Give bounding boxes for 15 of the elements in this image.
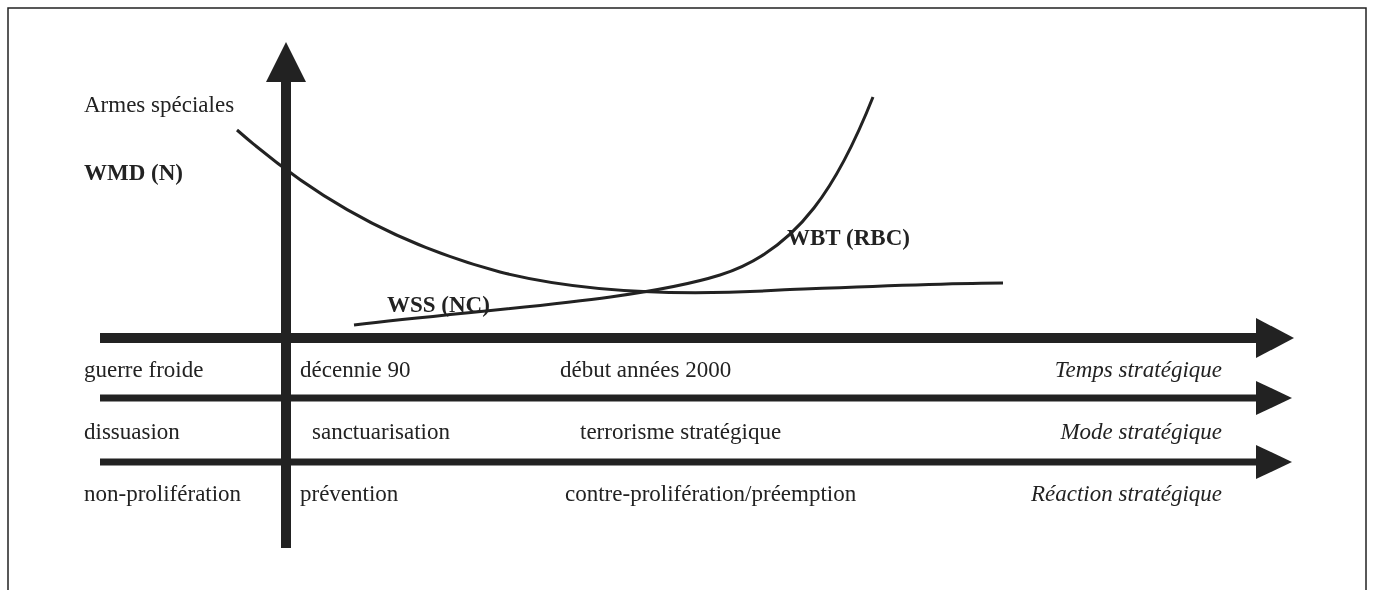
period-label: décennie 90 xyxy=(300,358,411,381)
period-label: prévention xyxy=(300,482,399,505)
row-label: dissuasion xyxy=(84,420,180,443)
period-label: sanctuarisation xyxy=(312,420,450,443)
period-label: début années 2000 xyxy=(560,358,732,381)
period-label: contre-prolifération/préemption xyxy=(565,482,857,505)
row-title: Temps stratégique xyxy=(1054,358,1222,381)
row-label: non-prolifération xyxy=(84,482,242,505)
series-label: WMD (N) xyxy=(84,161,183,184)
period-label: terrorisme stratégique xyxy=(580,420,782,443)
row-title: Réaction stratégique xyxy=(1031,482,1222,505)
axis-label: Armes spéciales xyxy=(84,93,235,116)
series-label: WBT (RBC) xyxy=(787,226,910,249)
row-title: Mode stratégique xyxy=(1060,420,1222,443)
row-label: guerre froide xyxy=(84,358,204,381)
